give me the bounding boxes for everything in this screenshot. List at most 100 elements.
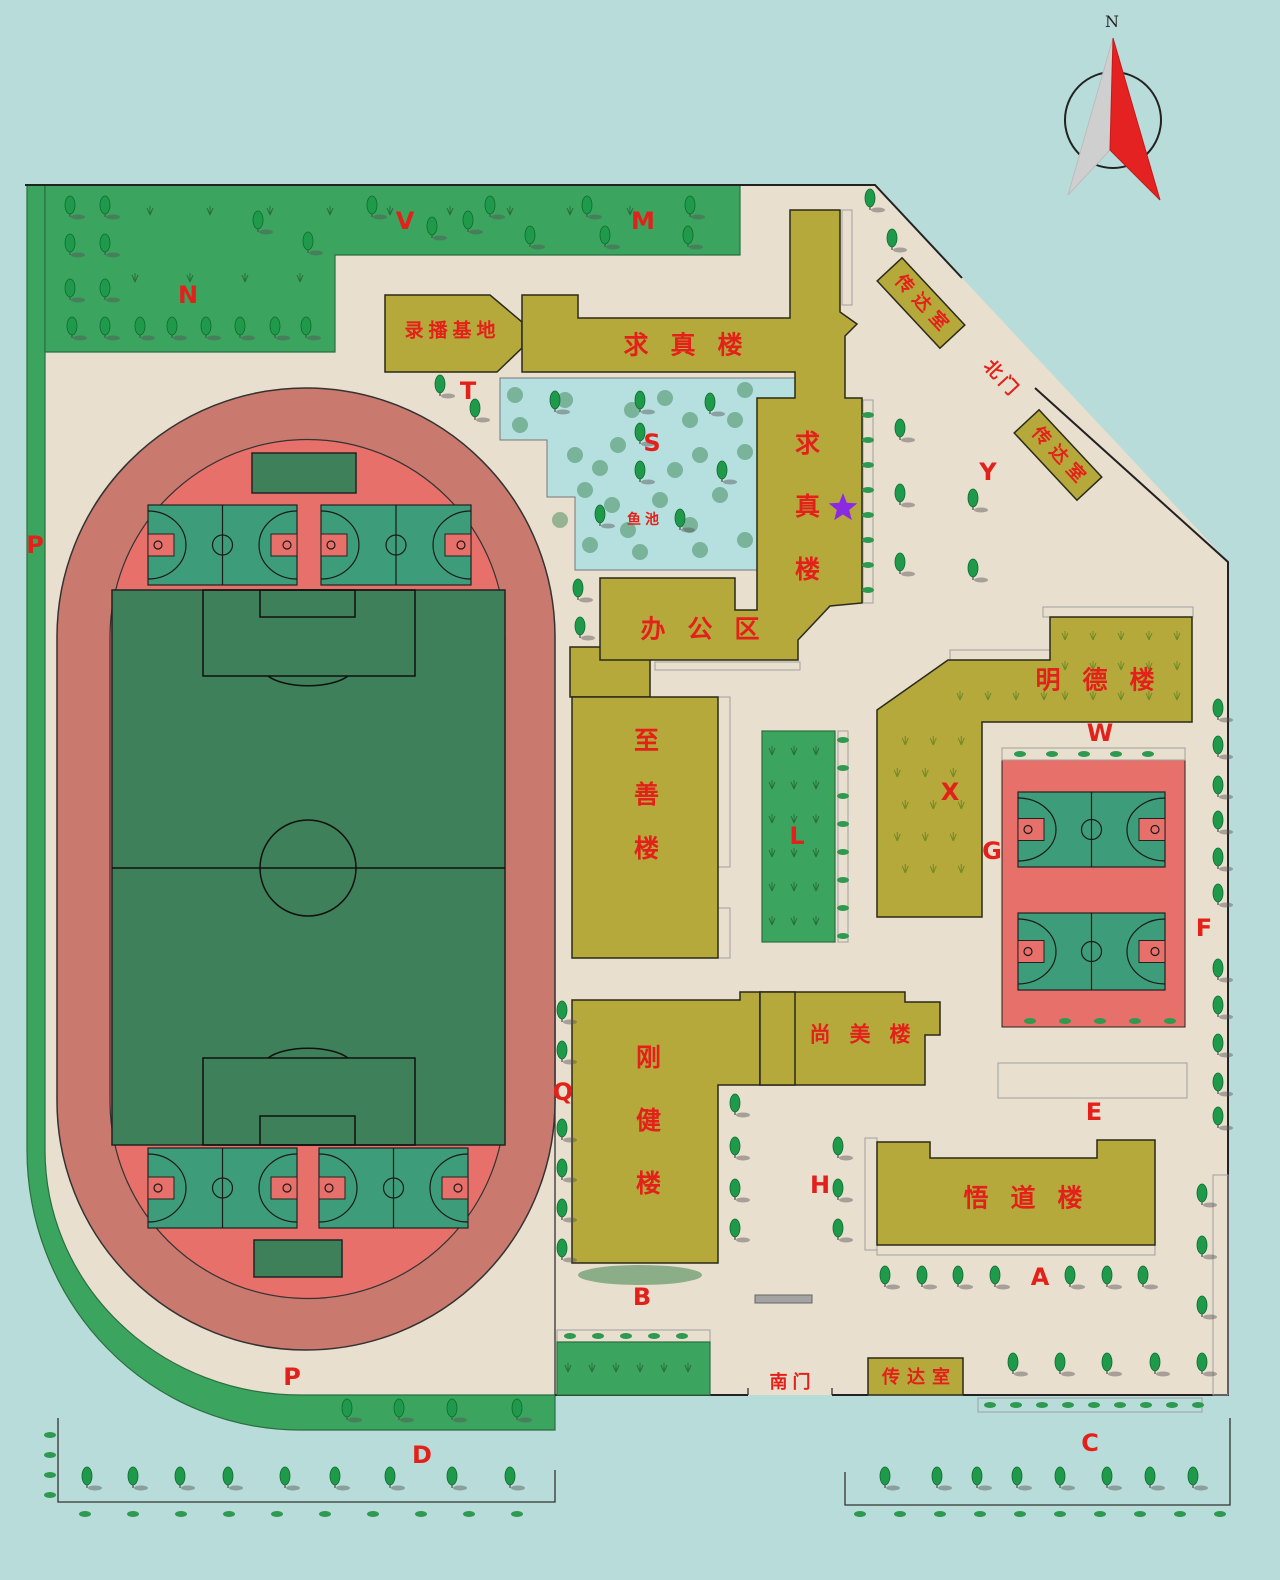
tree-shadow: [901, 437, 915, 443]
tree-crown: [967, 558, 979, 578]
basketball-court-sw: [147, 1147, 298, 1229]
hedge: [1001, 747, 1186, 761]
tree-shadow: [1219, 829, 1233, 835]
tree-crown: [1196, 1235, 1208, 1255]
grass-icon: [1117, 631, 1125, 641]
three-point-arc-left: [1017, 797, 1057, 862]
shrub-icon: [862, 437, 874, 443]
tree-shadow: [839, 1155, 853, 1161]
tree-icon: [704, 392, 725, 417]
tree-crown: [341, 1398, 353, 1418]
grass-icon: [266, 206, 274, 216]
shrub-icon: [1036, 1402, 1048, 1408]
shrub-icon: [1134, 1511, 1146, 1517]
zone-label-m: M: [631, 207, 655, 235]
shrub-icon: [667, 462, 683, 478]
basketball-court-g-south: [1017, 912, 1166, 991]
tree-icon: [556, 1238, 577, 1263]
tree-crown: [704, 392, 716, 412]
court-center-circle: [211, 1177, 234, 1199]
tree-shadow: [893, 247, 907, 253]
tree-shadow: [400, 1417, 414, 1423]
tree-shadow: [453, 1485, 467, 1491]
tree-icon: [366, 195, 387, 220]
court-key-right: [270, 1176, 298, 1200]
tree-shadow: [106, 297, 120, 303]
tree-icon: [1187, 1466, 1208, 1491]
tree-shadow: [259, 229, 273, 235]
tree-icon: [1212, 775, 1233, 800]
tree-crown: [556, 1118, 568, 1138]
tree-crown: [572, 578, 584, 598]
tree-shadow: [579, 597, 593, 603]
three-point-arc-right: [258, 1153, 298, 1223]
tree-shadow: [1061, 1485, 1075, 1491]
tree-shadow: [736, 1197, 750, 1203]
tree-shadow: [348, 1417, 362, 1423]
grass-icon: [790, 848, 798, 858]
tree-shadow: [711, 411, 725, 417]
basketball-court-se: [318, 1147, 469, 1229]
zone-label-n: N: [177, 281, 199, 309]
tree-crown: [916, 1265, 928, 1285]
shrub-icon: [552, 512, 568, 528]
building-qiuzhen: [521, 209, 863, 661]
tree-shadow: [106, 335, 120, 341]
tree-crown: [832, 1136, 844, 1156]
three-point-arc-right: [429, 1153, 469, 1223]
tree-crown: [894, 418, 906, 438]
shrub-icon: [367, 1511, 379, 1517]
tree-crown: [504, 1466, 516, 1486]
grass-icon: [790, 882, 798, 892]
tree-icon: [99, 233, 120, 258]
grass-icon: [684, 1363, 692, 1373]
tree-shadow: [641, 409, 655, 415]
grass-icon: [812, 882, 820, 892]
infield-platform-south: [253, 1239, 343, 1278]
zone-label-d: D: [412, 1441, 432, 1469]
tree-shadow: [531, 244, 545, 250]
hedge: [1212, 1174, 1229, 1396]
tree-shadow: [1219, 902, 1233, 908]
tree-icon: [81, 1466, 102, 1491]
grass-icon: [1145, 691, 1153, 701]
tree-crown: [894, 483, 906, 503]
tree-icon: [1212, 1033, 1233, 1058]
shrub-icon: [862, 462, 874, 468]
tree-shadow: [1219, 1091, 1233, 1097]
tree-icon: [729, 1093, 750, 1118]
grass-icon: [660, 1363, 668, 1373]
grass-icon: [812, 916, 820, 926]
shrub-icon: [1140, 1402, 1152, 1408]
zone-label-v: V: [395, 207, 415, 235]
tree-icon: [341, 1398, 362, 1423]
shrub-icon: [1174, 1511, 1186, 1517]
grass-icon: [1061, 691, 1069, 701]
shrub-icon: [854, 1511, 866, 1517]
shrub-icon: [862, 412, 874, 418]
tree-shadow: [106, 252, 120, 258]
shrub-icon: [557, 392, 573, 408]
grass-icon: [1145, 631, 1153, 641]
shrub-icon: [1014, 751, 1026, 757]
shrub-icon: [1094, 1018, 1106, 1024]
shrub-icon: [837, 905, 849, 911]
tree-crown: [1149, 1352, 1161, 1372]
tree-crown: [1007, 1352, 1019, 1372]
grass-icon: [812, 848, 820, 858]
tree-shadow: [1194, 1485, 1208, 1491]
shrub-icon: [934, 1511, 946, 1517]
tree-shadow: [1219, 754, 1233, 760]
tree-crown: [134, 316, 146, 336]
tree-icon: [64, 233, 85, 258]
tree-crown: [729, 1178, 741, 1198]
tree-icon: [572, 578, 593, 603]
tree-icon: [1137, 1265, 1158, 1290]
tree-icon: [879, 1466, 900, 1491]
tree-shadow: [606, 244, 620, 250]
court-key-left: [318, 1176, 346, 1200]
tree-icon: [599, 225, 620, 250]
tree-crown: [1054, 1466, 1066, 1486]
tree-crown: [446, 1466, 458, 1486]
tree-icon: [864, 188, 885, 213]
